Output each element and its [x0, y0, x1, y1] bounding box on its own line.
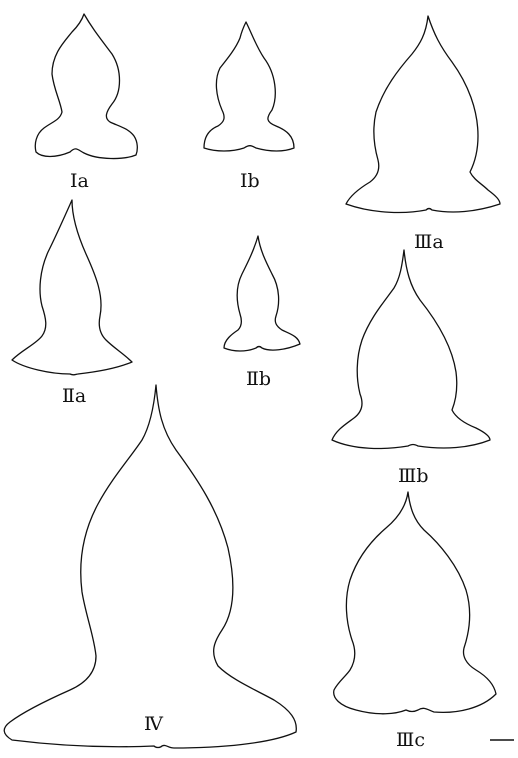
label-IIb: Ⅱb: [246, 368, 271, 390]
outline-IIIa: [346, 16, 500, 212]
outline-Ib: [204, 22, 294, 151]
label-Ib: Ⅰb: [240, 170, 260, 192]
outline-Ia: [35, 14, 137, 159]
label-IIIb: Ⅲb: [398, 465, 429, 487]
outline-IIIc: [334, 492, 496, 714]
outline-IIa: [12, 200, 132, 375]
outline-IIb: [224, 236, 300, 351]
outline-IV: [4, 385, 296, 748]
outline-IIIb: [332, 250, 490, 448]
label-Ia: Ⅰa: [70, 170, 89, 192]
label-IV: Ⅳ: [144, 713, 164, 735]
label-IIa: Ⅱa: [62, 385, 86, 407]
label-IIIc: Ⅲc: [396, 729, 425, 751]
label-IIIa: Ⅲa: [414, 231, 444, 253]
